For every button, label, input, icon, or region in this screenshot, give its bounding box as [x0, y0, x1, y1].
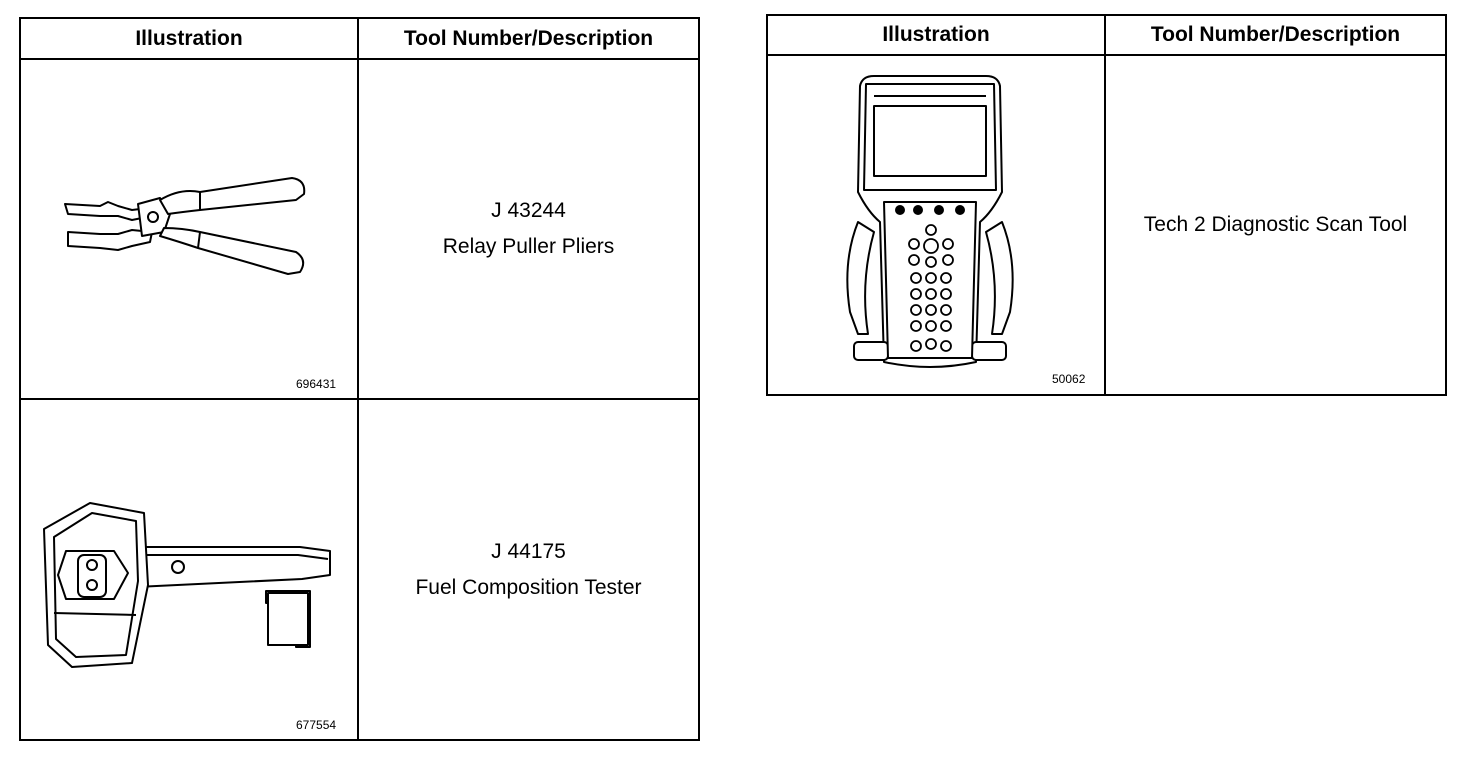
- right-header-illustration: Illustration: [882, 23, 990, 46]
- tool-number-j44175: J 44175: [491, 539, 566, 563]
- tool-desc-relay-puller-pliers: Relay Puller Pliers: [442, 235, 615, 258]
- right-table-header-divider: [766, 54, 1447, 56]
- left-table-column-divider: [357, 17, 359, 741]
- fuel-composition-tester-icon: [40, 495, 340, 685]
- tool-desc-tech-2-scan-tool: Tech 2 Diagnostic Scan Tool: [1143, 213, 1408, 236]
- tool-row-2-description: J 44175 Fuel Composition Tester: [359, 400, 698, 739]
- tech-2-scan-tool-icon: [840, 72, 1020, 382]
- figure-number-696431: 696431: [296, 377, 337, 391]
- left-header-tool: Tool Number/Description: [403, 26, 654, 50]
- right-header-tool: Tool Number/Description: [1150, 23, 1401, 46]
- tool-row-1-description: J 43244 Relay Puller Pliers: [359, 60, 698, 398]
- right-table-column-divider: [1104, 14, 1106, 396]
- relay-puller-pliers-icon: [60, 170, 310, 285]
- tool-number-j43244: J 43244: [491, 199, 566, 222]
- tool-desc-fuel-composition-tester: Fuel Composition Tester: [415, 575, 642, 599]
- left-table-header-divider: [19, 58, 700, 60]
- figure-number-677554: 677554: [296, 718, 337, 732]
- left-header-illustration: Illustration: [135, 26, 243, 50]
- left-table-row-divider: [19, 398, 700, 400]
- tool-row-3-description: Tech 2 Diagnostic Scan Tool: [1106, 56, 1445, 394]
- figure-number-50062: 50062: [1052, 372, 1086, 386]
